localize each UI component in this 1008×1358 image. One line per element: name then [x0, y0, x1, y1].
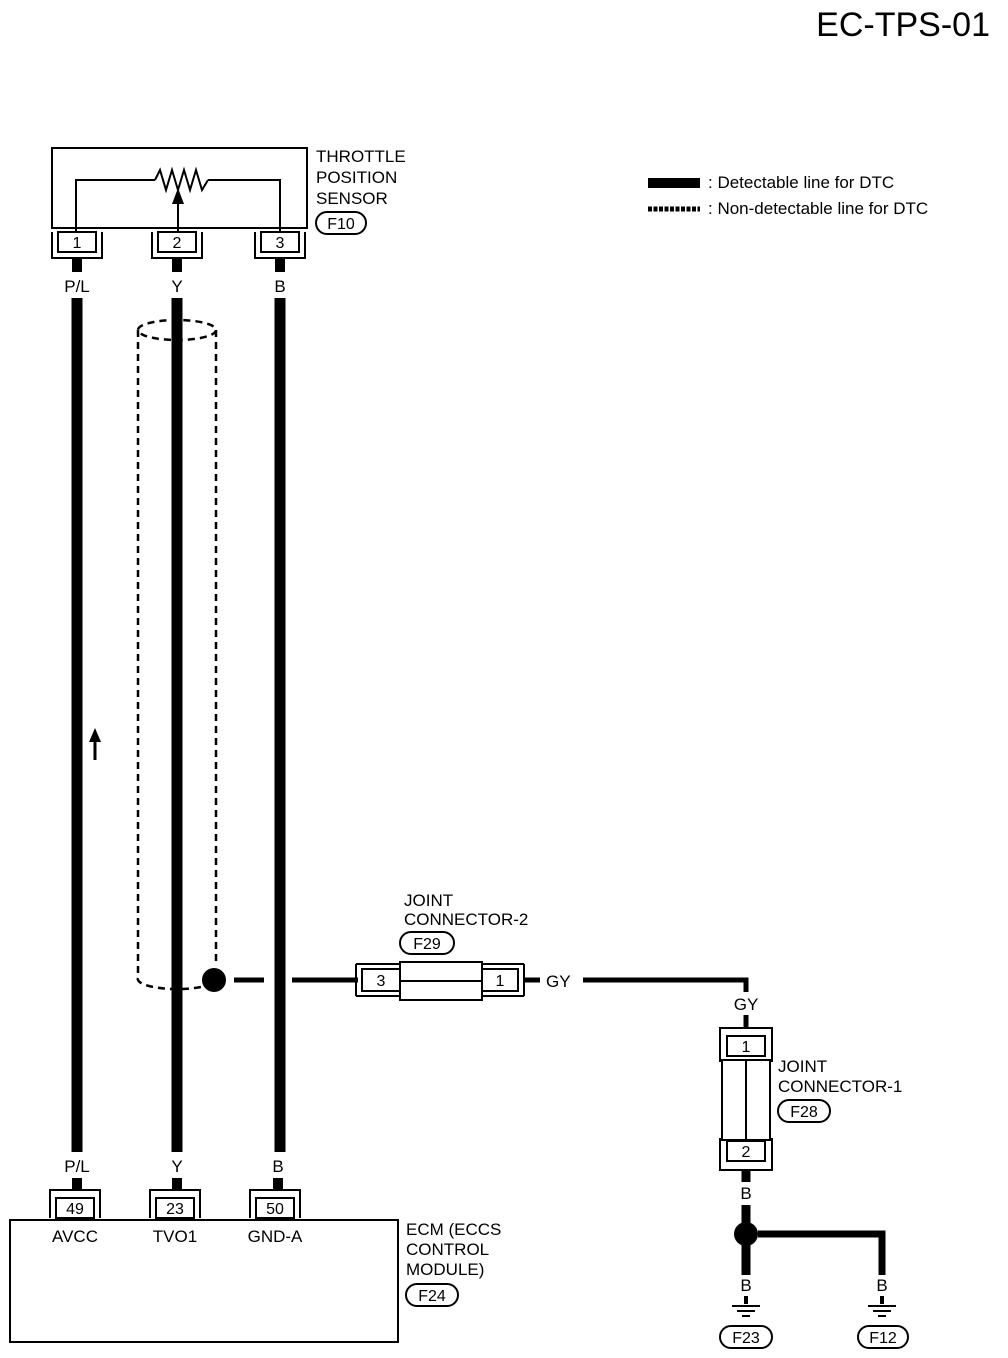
wire-color-top-1: P/L: [64, 277, 90, 296]
joint1-wire-bottom: B: [740, 1184, 751, 1203]
throttle-position-sensor: THROTTLE POSITION SENSOR F10: [51, 147, 406, 235]
joint2-connector-id: F29: [413, 936, 441, 953]
sensor-pin-3: 3: [276, 235, 285, 252]
legend-non-detectable-text: : Non-detectable line for DTC: [708, 199, 928, 218]
ecm-box: [9, 1219, 399, 1343]
wire-color-bottom-3: B: [272, 1157, 283, 1176]
joint1-connector-badge: [777, 1099, 831, 1123]
ground-right-wire-color: B: [876, 1276, 887, 1295]
ground-right-connector: F12: [869, 1330, 897, 1347]
ground-right-badge: [857, 1325, 909, 1349]
gy-wire: [583, 977, 749, 992]
joint1-wire-top: GY: [734, 995, 759, 1014]
ground-left-badge: [719, 1325, 773, 1349]
joint-connector-1: 1 2 JOINT CONNECTOR-1 F28: [719, 1027, 902, 1171]
joint1-pin-2: 2: [742, 1144, 751, 1161]
sensor-name-line-2: POSITION: [316, 168, 397, 187]
resistor-icon: [154, 166, 209, 194]
joint1-line-2: CONNECTOR-1: [778, 1077, 902, 1096]
joint2-wire-color: GY: [546, 972, 571, 991]
ecm-connector-id: F24: [418, 1288, 446, 1305]
page-code: EC-TPS-01: [816, 6, 990, 44]
joint1-pin-1: 1: [742, 1039, 751, 1056]
sensor-pin-2: 2: [173, 235, 182, 252]
joint-connector-2: JOINT CONNECTOR-2 F29 3 1: [355, 891, 528, 1001]
legend: : Detectable line for DTC : Non-detectab…: [648, 173, 928, 218]
ecm-terminal-gnd-a: GND-A: [248, 1227, 303, 1246]
ecm-name-line-2: CONTROL: [406, 1240, 489, 1259]
joint1-connector-id: F28: [790, 1104, 818, 1121]
ecm-pins: 49 23 50: [49, 1189, 301, 1219]
ecm-pin-23: 23: [166, 1201, 184, 1218]
ecm-connector-badge: [405, 1283, 459, 1307]
ecm-name-line-3: MODULE): [406, 1260, 484, 1279]
joint1-line-1: JOINT: [778, 1057, 827, 1076]
ecm-terminal-avcc: AVCC: [52, 1227, 98, 1246]
legend-detectable-swatch: [648, 178, 700, 188]
wire-color-bottom-2: Y: [171, 1157, 182, 1176]
wire-color-top-3: B: [274, 277, 285, 296]
ecm-terminal-tvo1: TVO1: [153, 1227, 197, 1246]
ecm-module: AVCC TVO1 GND-A ECM (ECCS CONTROL MODULE…: [9, 1219, 501, 1343]
ground-junction-dot: [734, 1222, 758, 1246]
joint2-connector-badge: [399, 931, 455, 955]
joint2-line-2: CONNECTOR-2: [404, 910, 528, 929]
sensor-box: [51, 147, 308, 229]
ecm-name-line-1: ECM (ECCS: [406, 1220, 501, 1239]
sensor-connector-badge: [315, 211, 367, 235]
sensor-connector-id: F10: [327, 216, 355, 233]
ecm-pin-49: 49: [66, 1201, 84, 1218]
sensor-name-line-1: THROTTLE: [316, 147, 406, 166]
joint2-pin-1: 1: [496, 973, 505, 990]
ground-left-connector: F23: [732, 1330, 760, 1347]
ecm-pin-50: 50: [266, 1201, 284, 1218]
wire-color-top-2: Y: [171, 277, 182, 296]
wiper-arrow-icon: [172, 188, 184, 204]
ground-wire-right: [758, 1230, 886, 1275]
joint2-pin-3: 3: [377, 973, 386, 990]
up-arrow-icon: [89, 728, 101, 760]
ground-left-wire-color: B: [740, 1276, 751, 1295]
wire-color-bottom-1: P/L: [64, 1157, 90, 1176]
sensor-pin-1: 1: [73, 235, 82, 252]
ground-left-icon: [732, 1296, 760, 1317]
legend-detectable-text: : Detectable line for DTC: [708, 173, 894, 192]
joint2-line-1: JOINT: [404, 891, 453, 910]
sensor-pins: 1 2 3: [51, 231, 306, 259]
sensor-name-line-3: SENSOR: [316, 189, 388, 208]
shield-junction-dot: [202, 968, 226, 992]
ground-right-icon: [868, 1296, 896, 1317]
